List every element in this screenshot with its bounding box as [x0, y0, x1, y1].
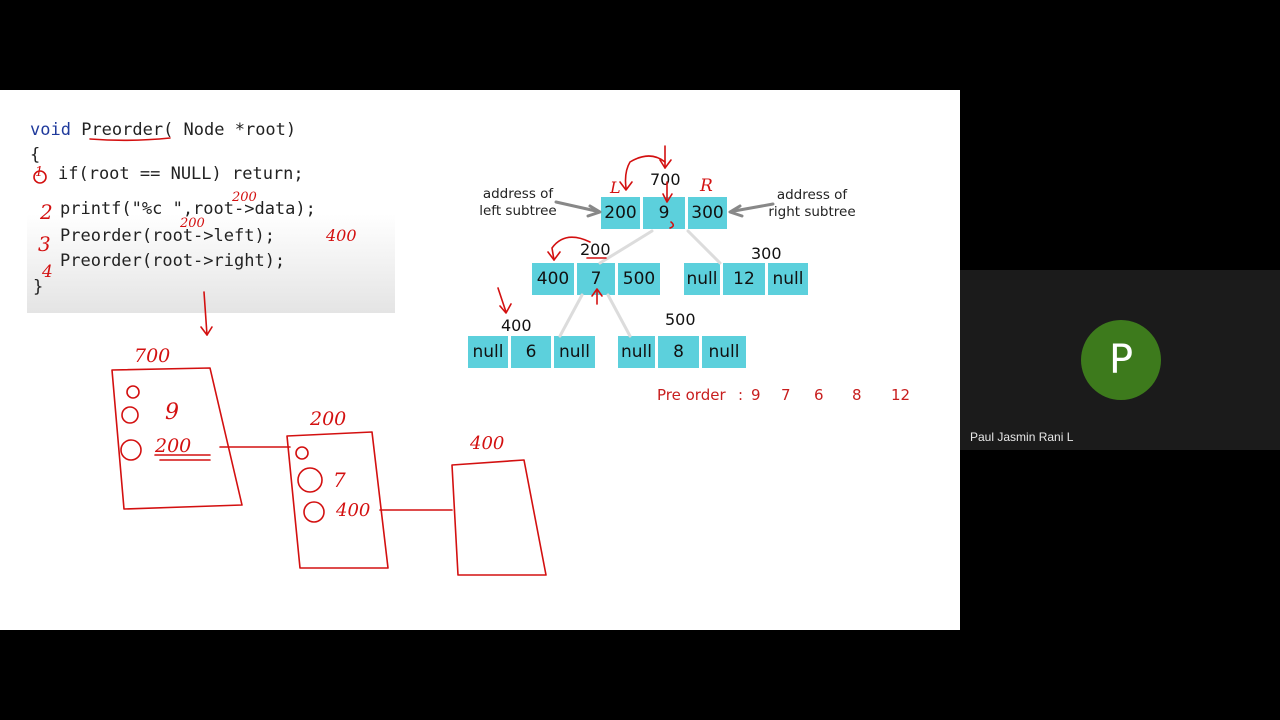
code-line-4: printf("%c ",root->data);	[60, 199, 316, 219]
hw-frame-200: 200	[310, 408, 347, 430]
code-line-5: Preorder(root->left);	[60, 226, 275, 246]
code-line-2: {	[30, 145, 41, 165]
node-700-data: 9	[643, 197, 685, 229]
shared-slide: void Preorder( Node *root) { if(root == …	[0, 90, 960, 630]
code-line-1: void Preorder( Node *root)	[30, 120, 297, 140]
node-500-data: 8	[658, 336, 699, 368]
preorder-value-1: 9	[751, 386, 761, 404]
preorder-separator: :	[738, 386, 744, 404]
node-700-left: 200	[601, 197, 640, 229]
left-subtree-label: address of left subtree	[479, 186, 557, 219]
hw-frame-200-addr: 400	[336, 500, 371, 521]
hw-200-mid: 200	[180, 216, 205, 231]
node-300-address: 300	[751, 244, 782, 263]
preorder-value-5: 12	[891, 386, 911, 404]
node-500-right: null	[702, 336, 746, 368]
node-200-address: 200	[580, 240, 611, 259]
hw-frame-200-value: 7	[333, 468, 346, 492]
node-300-left: null	[684, 263, 720, 295]
hw-step-1: 1	[35, 165, 44, 180]
code-line-6: Preorder(root->right);	[60, 251, 286, 271]
node-300-right: null	[768, 263, 808, 295]
node-200-right: 500	[618, 263, 660, 295]
hw-frame-700: 700	[134, 345, 171, 367]
right-subtree-label: address of right subtree	[768, 187, 856, 220]
node-400-right: null	[554, 336, 595, 368]
ink-strokes	[33, 137, 775, 576]
code-line-7: }	[33, 277, 44, 297]
hw-frame-700-addr: 200	[155, 435, 192, 457]
hw-letter-L: L	[610, 178, 621, 197]
node-700-address: 700	[650, 170, 681, 189]
preorder-value-2: 7	[781, 386, 791, 404]
hw-frame-400: 400	[470, 433, 505, 454]
preorder-value-3: 6	[814, 386, 824, 404]
preorder-label: Pre order	[657, 386, 726, 404]
node-400-address: 400	[501, 316, 532, 335]
code-line-1-text: Preorder( Node *root)	[81, 120, 297, 140]
node-200-left: 400	[532, 263, 574, 295]
participant-tile[interactable]: P Paul Jasmin Rani L	[960, 270, 1280, 450]
node-700-right: 300	[688, 197, 727, 229]
hw-step-2: 2	[40, 200, 53, 224]
participant-name: Paul Jasmin Rani L	[970, 430, 1074, 444]
node-400-left: null	[468, 336, 508, 368]
participant-avatar: P	[1081, 320, 1161, 400]
node-500-left: null	[618, 336, 655, 368]
hw-400-code: 400	[326, 226, 357, 245]
hw-letter-R: R	[700, 176, 713, 196]
participants-panel: P Paul Jasmin Rani L	[960, 0, 1280, 720]
node-400-data: 6	[511, 336, 551, 368]
hw-200-top: 200	[232, 190, 257, 205]
node-300-data: 12	[723, 263, 765, 295]
code-box	[27, 115, 395, 313]
preorder-value-4: 8	[852, 386, 862, 404]
node-500-address: 500	[665, 310, 696, 329]
hw-step-3: 3	[38, 232, 51, 256]
code-line-3: if(root == NULL) return;	[58, 164, 304, 184]
hw-frame-700-value: 9	[165, 400, 179, 425]
hw-step-4: 4	[42, 262, 53, 282]
